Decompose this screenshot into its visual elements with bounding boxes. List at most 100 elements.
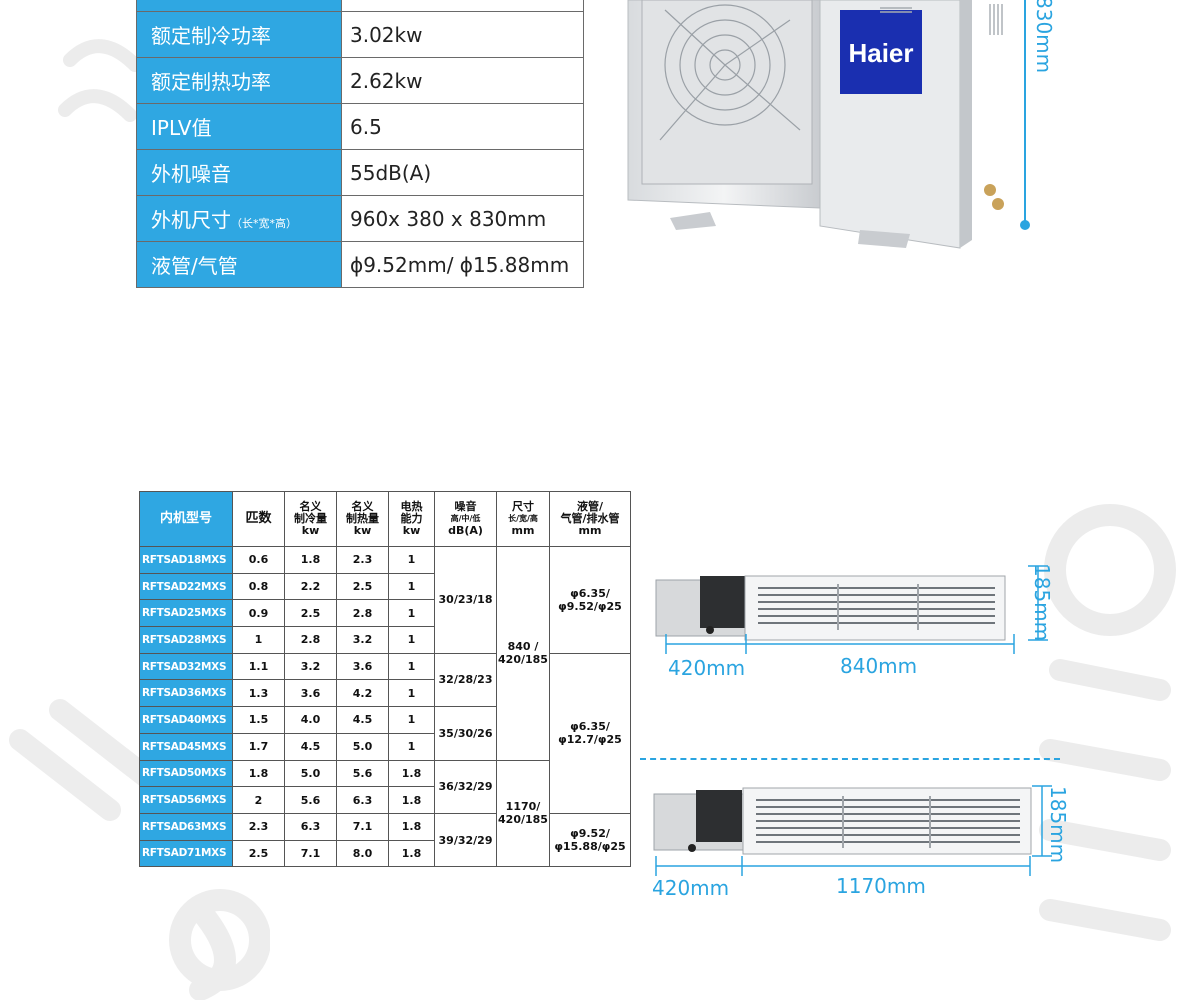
spec-key: 额定制冷功率: [136, 11, 342, 58]
outdoor-height-dimension-line: [1024, 0, 1026, 226]
spec-key: 外机噪音: [136, 149, 342, 196]
cell-model: RFTSAD28MXS: [139, 626, 233, 654]
cell-model: RFTSAD56MXS: [139, 786, 233, 814]
spec-row: 额定制热功率 2.62kw: [136, 57, 584, 104]
cell-noise: 36/32/29: [434, 759, 497, 814]
cell-heat: 8.0: [336, 839, 389, 868]
outdoor-unit-image: Haier: [627, 0, 1004, 249]
cell-elec: 1: [388, 706, 435, 734]
cell-model: RFTSAD32MXS: [139, 652, 233, 681]
cell-elec: 1: [388, 626, 435, 654]
cell-pipe: φ6.35/ φ12.7/φ25: [549, 652, 631, 814]
cell-hp: 1: [232, 626, 285, 654]
outdoor-height-label: 830mm: [1032, 0, 1056, 74]
cell-hp: 2.3: [232, 812, 285, 841]
cell-elec: 1.8: [388, 812, 435, 841]
spec-value: 2.62kw: [341, 57, 584, 104]
cell-cool: 2.8: [284, 626, 337, 654]
cell-cool: 5.6: [284, 786, 337, 814]
watermark-logo-right: [1039, 504, 1176, 941]
cell-elec: 1: [388, 652, 435, 681]
spec-key-cell: [136, 0, 342, 12]
spec-value: ϕ9.52mm/ ϕ15.88mm: [341, 241, 584, 288]
cell-heat: 3.2: [336, 626, 389, 654]
cell-noise: 32/28/23: [434, 652, 497, 708]
spec-key: 液管/气管: [136, 241, 342, 288]
cell-size: 1170/ 420/185: [496, 759, 550, 868]
spec-row: 液管/气管 ϕ9.52mm/ ϕ15.88mm: [136, 241, 584, 288]
cell-heat: 2.3: [336, 546, 389, 574]
cell-hp: 1.5: [232, 706, 285, 734]
cell-cool: 2.5: [284, 599, 337, 628]
cell-hp: 0.9: [232, 599, 285, 628]
cell-heat: 7.1: [336, 812, 389, 841]
cell-model: RFTSAD22MXS: [139, 572, 233, 601]
cell-hp: 0.8: [232, 572, 285, 601]
cell-model: RFTSAD40MXS: [139, 706, 233, 734]
spec-row: IPLV值 6.5: [136, 103, 584, 150]
cell-heat: 5.6: [336, 759, 389, 788]
spec-row: 外机尺寸（长*宽*高） 960x 380 x 830mm: [136, 195, 584, 242]
spec-key: 额定制热功率: [136, 57, 342, 104]
spec-value: 6.5: [341, 103, 584, 150]
cell-cool: 1.8: [284, 546, 337, 574]
cell-hp: 2.5: [232, 839, 285, 868]
spec-key-text: 外机尺寸: [151, 208, 231, 232]
cell-cool: 6.3: [284, 812, 337, 841]
brand-logo: Haier: [848, 38, 913, 68]
cell-hp: 1.7: [232, 732, 285, 761]
cell-hp: 2: [232, 786, 285, 814]
cell-elec: 1: [388, 732, 435, 761]
indoor-unit-1170-dimension-lines: [655, 785, 1052, 876]
spec-value: 3.02kw: [341, 11, 584, 58]
spec-key: 外机尺寸（长*宽*高）: [136, 195, 342, 242]
indoor-unit-1170-image: [653, 787, 1032, 855]
cell-heat: 6.3: [336, 786, 389, 814]
cell-noise: 39/32/29: [434, 812, 497, 868]
cell-model: RFTSAD71MXS: [139, 839, 233, 868]
spec-key: IPLV值: [136, 103, 342, 150]
cell-model: RFTSAD25MXS: [139, 599, 233, 628]
cell-elec: 1: [388, 572, 435, 601]
spec-row: 额定制冷功率 3.02kw: [136, 11, 584, 58]
indoor-1170-height-label: 185mm: [1046, 786, 1070, 864]
indoor-unit-840-dimension-lines: [665, 565, 1048, 654]
outdoor-spec-table: 额定制冷功率 3.02kw 额定制热功率 2.62kw IPLV值 6.5 外机…: [136, 0, 584, 288]
cell-elec: 1.8: [388, 839, 435, 868]
cell-hp: 1.8: [232, 759, 285, 788]
cell-model: RFTSAD36MXS: [139, 679, 233, 708]
cell-model: RFTSAD45MXS: [139, 732, 233, 761]
cell-hp: 1.1: [232, 652, 285, 681]
cell-cool: 2.2: [284, 572, 337, 601]
indoor-unit-840-image: [655, 575, 1006, 641]
cell-cool: 7.1: [284, 839, 337, 868]
cell-model: RFTSAD63MXS: [139, 812, 233, 841]
cell-size: 840 / 420/185: [496, 546, 550, 761]
cell-elec: 1: [388, 679, 435, 708]
outdoor-height-dimension-endpoint: [1020, 220, 1030, 230]
spec-row-top-cut: [136, 0, 584, 12]
cell-heat: 2.8: [336, 599, 389, 628]
cell-heat: 5.0: [336, 732, 389, 761]
cell-cool: 4.5: [284, 732, 337, 761]
watermark-logo-top-left: [58, 39, 142, 122]
